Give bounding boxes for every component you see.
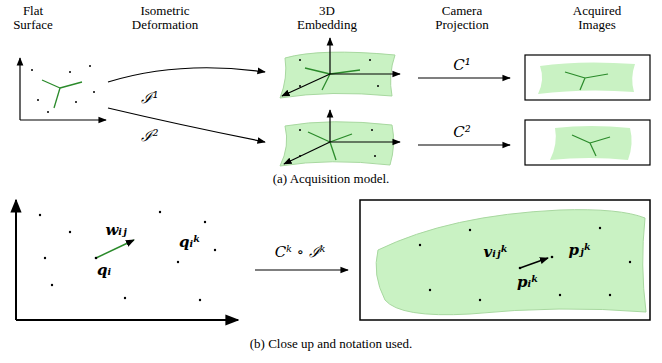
mapping-label: ℐ¹ (141, 90, 158, 107)
vector-label: vᵢⱼᵏ (484, 244, 509, 261)
embedded-surface (280, 38, 400, 98)
flat-surface (20, 58, 106, 120)
mapping-label: C² (453, 124, 471, 141)
point-label: pᵢᵏ (517, 274, 539, 291)
subcaption: (a) Acquisition model. (273, 172, 390, 186)
subcaption: (b) Close up and notation used. (250, 337, 412, 351)
acquired-image (525, 120, 650, 165)
column-heading: Acquired Images (557, 4, 637, 33)
deformation-arrow (108, 108, 265, 142)
flat-closeup (16, 200, 238, 320)
point-label: pⱼᵏ (568, 242, 591, 259)
mapping-label: C¹ (453, 57, 471, 74)
mapping-label: Cᵏ ∘ ℐᵏ (275, 244, 325, 261)
column-heading: Camera Projection (422, 4, 502, 33)
mapping-label: ℐ² (141, 128, 158, 145)
image-closeup (360, 200, 650, 320)
projection-arrow (418, 77, 510, 78)
acquired-image (525, 55, 650, 100)
mapping-arrow (255, 269, 348, 270)
column-heading: 3D Embedding (292, 4, 362, 33)
point-label: qᵢᵏ (179, 234, 201, 251)
vector-label: wᵢⱼ (105, 222, 126, 239)
projection-arrow (418, 144, 510, 145)
deformation-arrow (108, 68, 265, 82)
column-heading: Isometric Deformation (120, 4, 210, 33)
column-heading: Flat Surface (3, 4, 63, 33)
embedded-surface (280, 110, 400, 166)
point-label: qᵢ (97, 262, 111, 279)
